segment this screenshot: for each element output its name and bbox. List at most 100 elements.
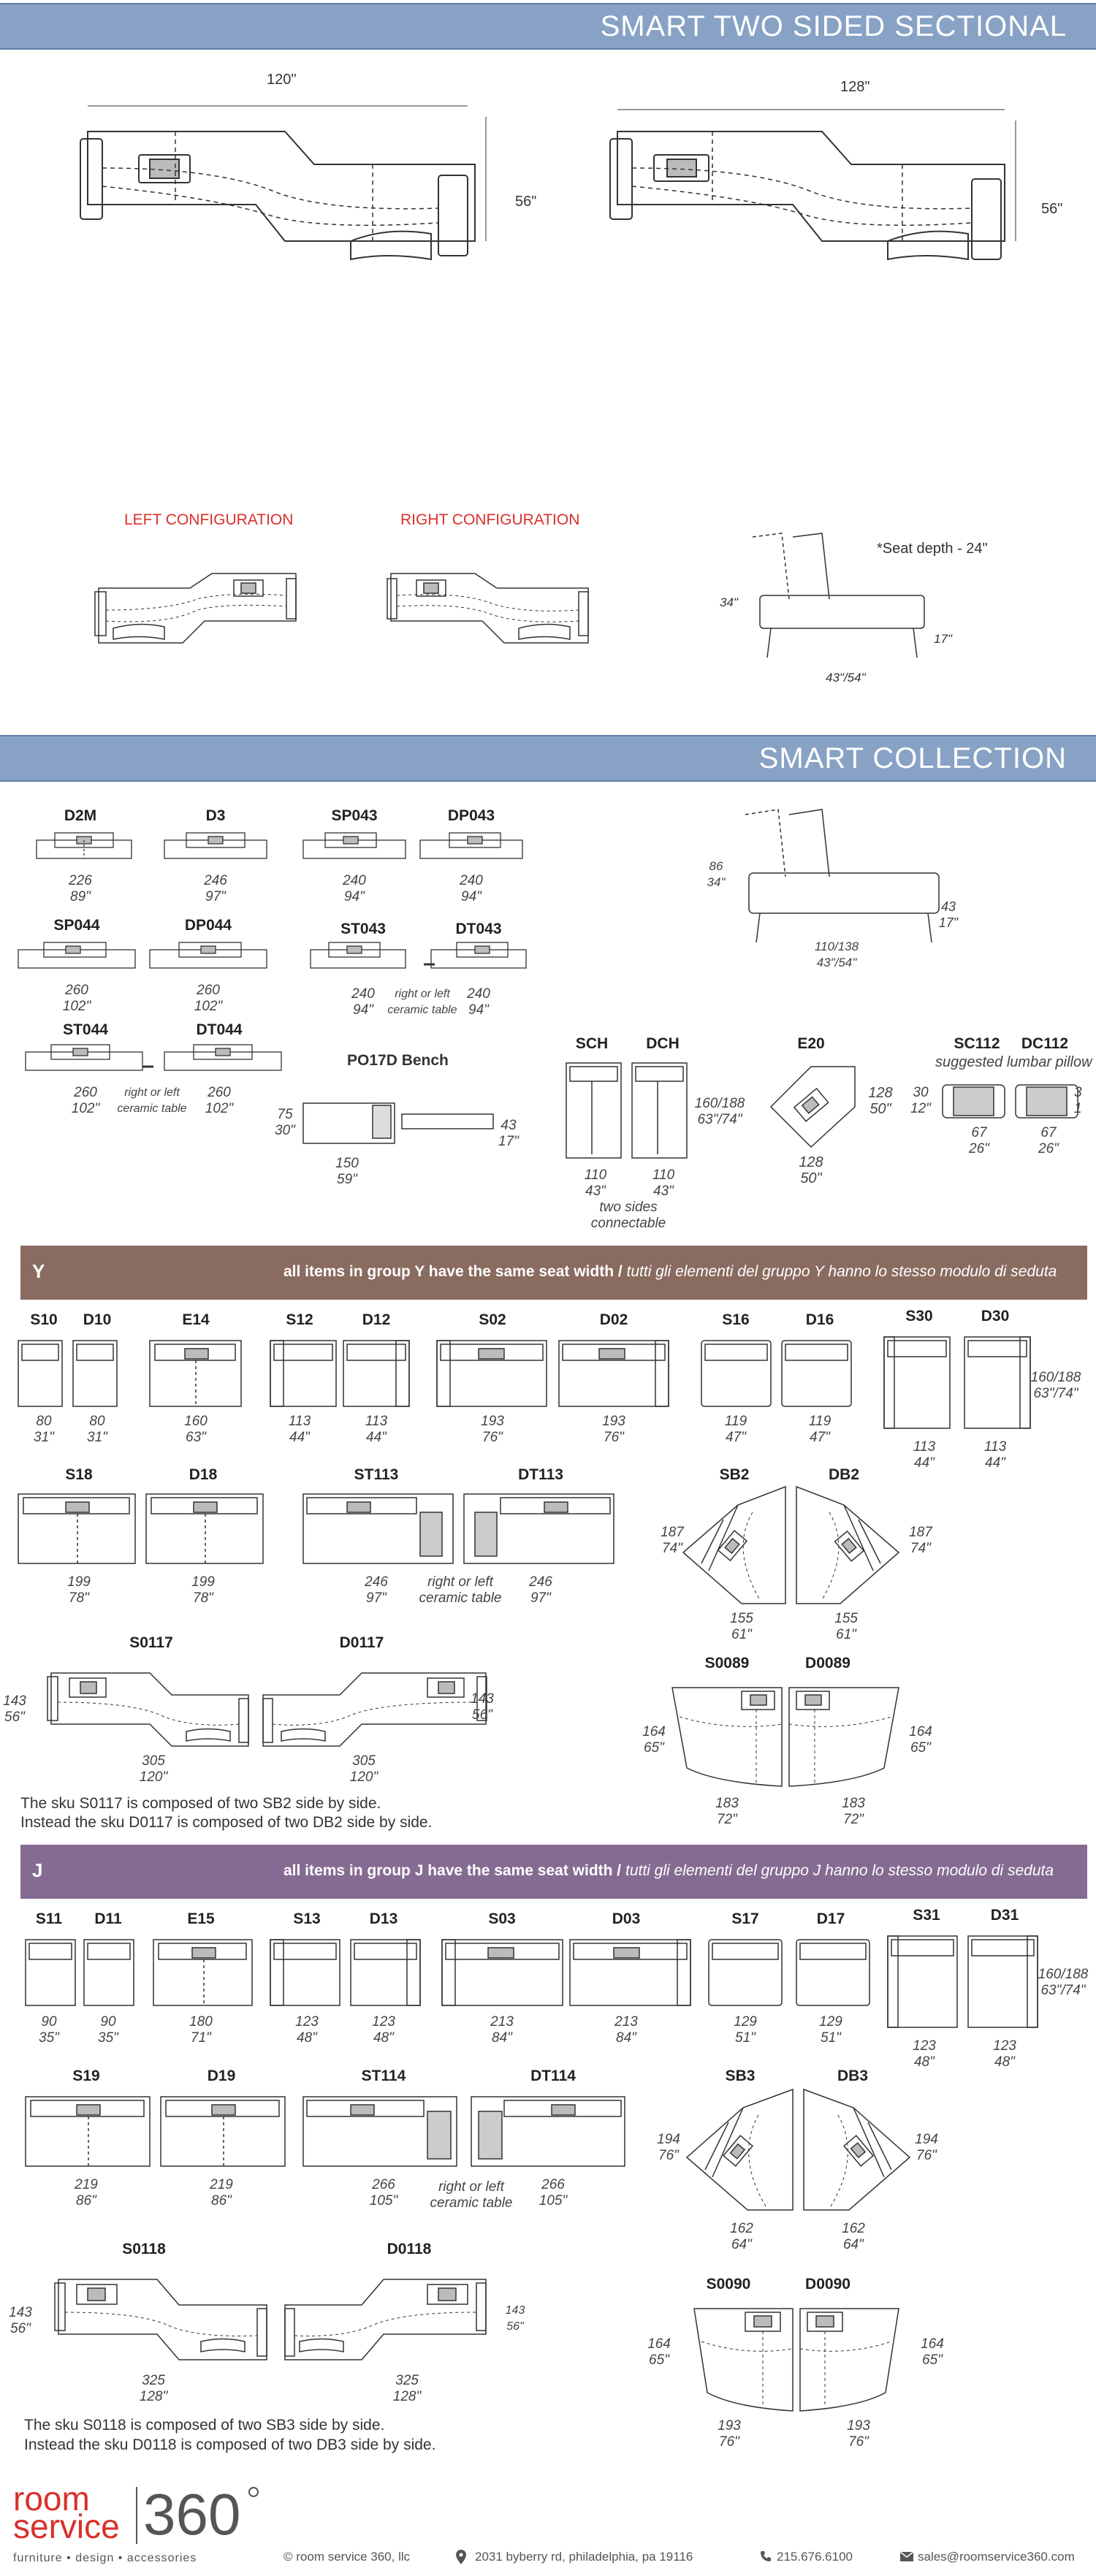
curved-depth: 164 65" xyxy=(642,1724,666,1756)
module-code: D12 xyxy=(362,1311,391,1328)
bench-width: 150 59" xyxy=(335,1156,359,1187)
left-configuration-label: LEFT CONFIGURATION xyxy=(124,511,294,528)
module-code: D0118 xyxy=(387,2241,432,2257)
group-j-row2-drawings xyxy=(25,2096,625,2167)
group-y-row2-drawings xyxy=(18,1493,614,1564)
module-dims: 246 97" xyxy=(365,1574,388,1606)
curved-width: 193 76" xyxy=(718,2418,741,2450)
module-dims: 260 102" xyxy=(62,983,91,1014)
side-dim: 110/138 43"/54" xyxy=(814,940,859,969)
curved-depth: 164 65" xyxy=(909,1724,932,1756)
ceramic-table-note: right or left ceramic table xyxy=(387,988,457,1016)
curved-pair-drawings xyxy=(693,2308,899,2412)
module-code: D31 xyxy=(990,1907,1019,1924)
module-dims: 113 44" xyxy=(913,1439,936,1471)
group-letter: J xyxy=(32,1859,43,1881)
sectional-right-drawing xyxy=(609,109,1016,261)
module-dims: 193 76" xyxy=(602,1414,625,1445)
module-code: DT113 xyxy=(518,1466,563,1483)
module-code: D2M xyxy=(64,807,97,824)
chaise-drawing xyxy=(566,1062,688,1159)
module-code: S18 xyxy=(65,1466,93,1483)
module-code: S02 xyxy=(479,1311,506,1328)
e20-drawing xyxy=(769,1066,856,1148)
module-code: SB3 xyxy=(725,2068,756,2084)
wedge-side: 187 74" xyxy=(661,1525,684,1556)
curved-depth: 164 65" xyxy=(647,2336,671,2368)
module-code: S19 xyxy=(72,2068,100,2084)
corner-wedge-drawings xyxy=(685,2088,911,2211)
module-drawing xyxy=(164,832,267,859)
module-dims: 213 84" xyxy=(614,2014,638,2046)
sectional-pair-drawings xyxy=(54,2279,487,2360)
section-header-collection: SMART COLLECTION xyxy=(0,735,1096,782)
module-drawing xyxy=(310,942,406,969)
module-code: D13 xyxy=(369,1910,398,1927)
copyright: © room service 360, llc xyxy=(283,2550,411,2564)
module-dims: 260 102" xyxy=(205,1085,234,1116)
curved-width: 193 76" xyxy=(847,2418,870,2450)
module-dims: 123 48" xyxy=(993,2038,1016,2070)
width-label-left: 120" xyxy=(267,72,297,88)
module-code: D3 xyxy=(205,807,226,824)
module-code: DP043 xyxy=(447,807,495,824)
pair-width: 325 128" xyxy=(392,2373,422,2404)
module-drawing xyxy=(424,942,527,969)
width-label-right: 128" xyxy=(840,79,870,95)
module-code: D0090 xyxy=(805,2276,850,2293)
logo: room service 360 xyxy=(13,2482,262,2563)
right-configuration-label: RIGHT CONFIGURATION xyxy=(400,511,580,528)
module-code: D02 xyxy=(599,1311,628,1328)
chaise-length: 160/188 63"/74" xyxy=(1030,1370,1081,1401)
module-dims: 90 35" xyxy=(39,2014,59,2046)
section-title: SMART COLLECTION xyxy=(758,742,1067,774)
corner-wedge-drawings xyxy=(682,1485,900,1604)
module-dims: 119 47" xyxy=(808,1414,831,1445)
chaise-length: 160/188 63"/74" xyxy=(694,1096,745,1127)
module-code: DP044 xyxy=(184,917,232,934)
side-profile-drawing xyxy=(752,533,925,658)
module-code: S0117 xyxy=(129,1634,173,1651)
pair-width: 305 120" xyxy=(349,1753,378,1785)
logo-room: room xyxy=(13,2480,90,2518)
module-code: DB2 xyxy=(828,1466,859,1483)
side-width: 43"/54" xyxy=(826,671,866,685)
chaise-width: 110 43" xyxy=(584,1167,607,1199)
footnote: Instead the sku D0118 is composed of two… xyxy=(24,2436,436,2453)
module-dims: 113 44" xyxy=(288,1414,311,1445)
module-code: D0117 xyxy=(339,1634,384,1651)
module-code: D18 xyxy=(189,1466,218,1483)
module-dims: 80 31" xyxy=(34,1414,54,1445)
module-dims: 260 102" xyxy=(194,983,223,1014)
module-code: D17 xyxy=(816,1910,845,1927)
side-dim: 86 34" xyxy=(707,859,726,889)
bench-code: PO17D Bench xyxy=(347,1052,449,1069)
module-dims: 260 102" xyxy=(71,1085,100,1116)
module-dims: 123 48" xyxy=(372,2014,395,2046)
pair-depth: 143 56" xyxy=(3,1693,26,1725)
module-dims: 129 51" xyxy=(734,2014,757,2046)
module-code: DCH xyxy=(646,1035,680,1052)
depth-label-right: 56" xyxy=(1041,201,1063,217)
module-code: DT043 xyxy=(455,921,502,937)
ceramic-table-note: right or left ceramic table xyxy=(117,1086,187,1115)
address: 2031 byberry rd, philadelphia, pa 19116 xyxy=(475,2550,693,2564)
bench-seat: 43 17" xyxy=(498,1118,519,1149)
module-code: S11 xyxy=(35,1910,63,1927)
ceramic-table-note: right or left ceramic table xyxy=(419,1574,502,1606)
email: sales@roomservice360.com xyxy=(918,2550,1075,2564)
module-dims: 80 31" xyxy=(87,1414,107,1445)
module-code: S0090 xyxy=(706,2276,751,2293)
module-code: ST114 xyxy=(361,2068,406,2084)
sectional-left-drawing xyxy=(80,105,487,261)
module-dims: 129 51" xyxy=(819,2014,842,2046)
module-dims: 119 47" xyxy=(724,1414,747,1445)
module-drawing xyxy=(164,1044,282,1071)
module-dims: 266 105" xyxy=(539,2177,568,2209)
module-code: ST113 xyxy=(354,1466,399,1483)
module-code: ST044 xyxy=(63,1021,108,1038)
pair-width: 305 120" xyxy=(139,1753,168,1785)
module-code: DT044 xyxy=(196,1021,243,1038)
pair-depth: 143 56" xyxy=(9,2305,32,2336)
module-code: SC112 xyxy=(954,1035,1000,1052)
